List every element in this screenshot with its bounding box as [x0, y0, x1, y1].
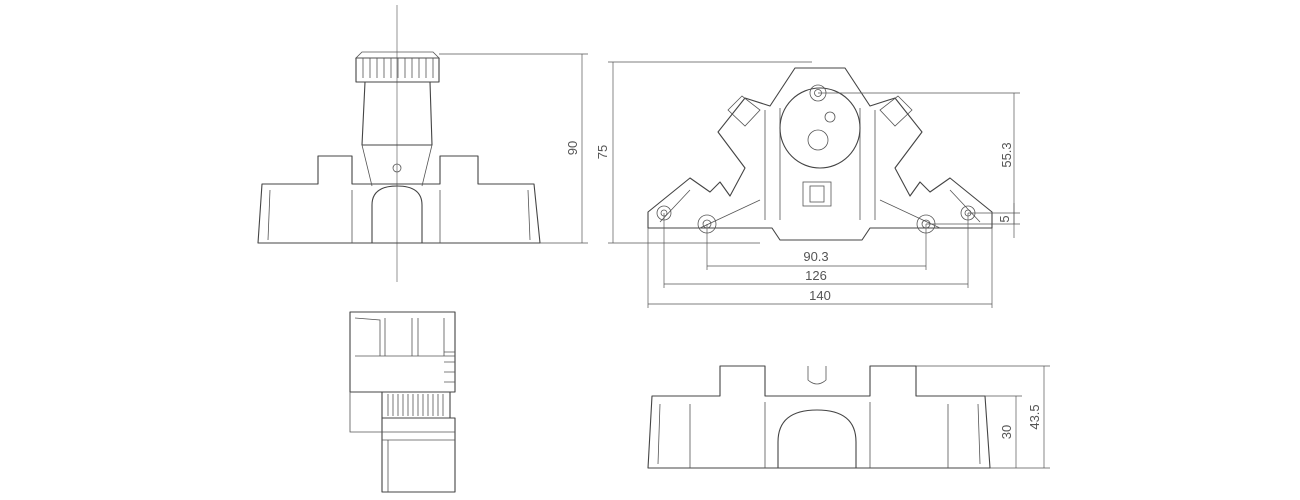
side-lower-block [381, 417, 456, 493]
front-base-inner-right [527, 189, 531, 241]
top-left-clip [727, 95, 761, 127]
top-slot-inner [809, 185, 825, 203]
top-outline [647, 67, 993, 241]
side-right-tabs [444, 351, 455, 383]
front-cap-ribs [362, 58, 434, 78]
elevation-view: 30 43.5 [647, 365, 1050, 469]
side-spring-housing [381, 391, 451, 419]
side-lower-lines [382, 431, 455, 492]
dim-75-label: 75 [595, 145, 610, 159]
top-center-hole [807, 129, 829, 151]
elevation-inner-lines [657, 402, 981, 468]
top-body-right [859, 108, 876, 220]
dim-140-label: 140 [809, 288, 831, 303]
top-small-hole [824, 111, 836, 123]
front-arch [371, 185, 423, 243]
top-drum [779, 87, 861, 169]
top-slot [802, 181, 832, 207]
side-left-wall [349, 392, 382, 433]
front-pin-hole [392, 163, 402, 173]
front-base [257, 155, 541, 244]
front-column-neck [361, 144, 433, 187]
side-upper-block [349, 311, 456, 393]
top-inner-contour [659, 189, 981, 229]
dim-90-label: 90 [565, 141, 580, 155]
dim-90-3-label: 90.3 [803, 249, 828, 264]
dim-5-label: 5 [997, 215, 1012, 222]
dim-55-label: 55.3 [999, 142, 1014, 167]
top-body-left [764, 108, 781, 220]
side-upper-ribs [354, 317, 455, 357]
front-view: 90 [257, 5, 588, 282]
side-spring-coils [387, 394, 444, 416]
dim-43-5-label: 43.5 [1027, 404, 1042, 429]
front-knurled-cap [355, 57, 440, 83]
elevation-arch [777, 409, 857, 468]
front-base-inner-left [267, 189, 271, 241]
top-right-clip [879, 95, 913, 127]
elevation-slot [807, 366, 827, 385]
dim-30-label: 30 [999, 425, 1014, 439]
dim-126-label: 126 [805, 268, 827, 283]
elevation-outline [647, 365, 991, 469]
top-view: 75 55.3 5 90.3 126 140 [595, 61, 1020, 308]
front-cap-top [355, 51, 440, 59]
side-view [349, 311, 456, 493]
